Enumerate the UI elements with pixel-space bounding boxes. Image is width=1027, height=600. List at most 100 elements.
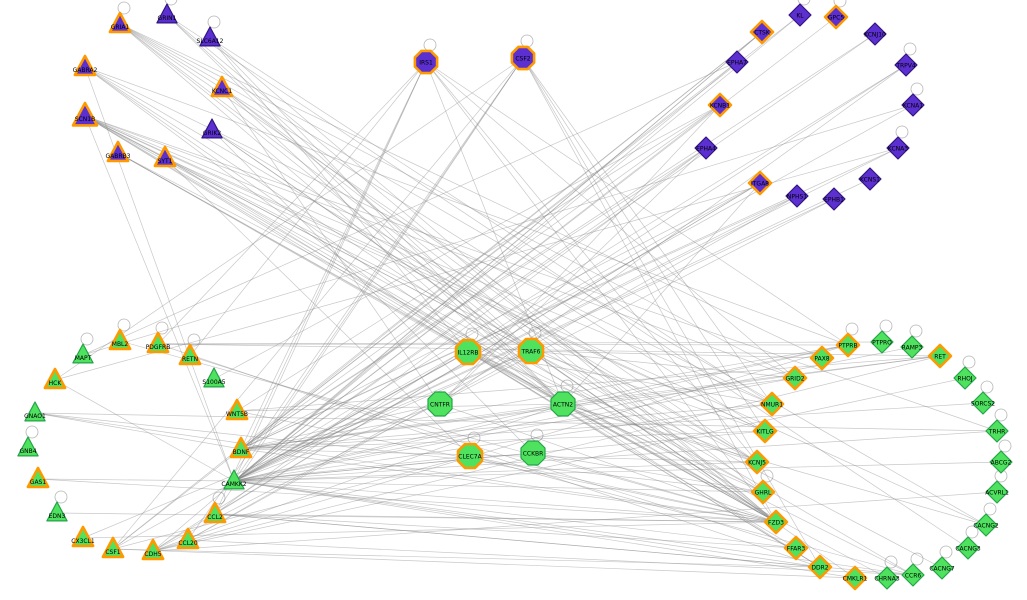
node-shape-KCNJ10[interactable] [863, 22, 887, 46]
node-shape-WNT5B[interactable] [225, 398, 249, 421]
node-CCL2[interactable]: CCL2 [203, 501, 227, 524]
node-shape-CCKBR[interactable] [520, 440, 546, 466]
node-shape-CNTFR[interactable] [427, 391, 453, 417]
node-TRHR[interactable]: TRHR [985, 419, 1009, 443]
node-CSF2[interactable]: CSF2 [510, 45, 536, 71]
node-EPHB1[interactable]: EPHB1 [822, 187, 846, 211]
node-shape-IL12RB[interactable] [454, 338, 482, 366]
node-CX3CL1[interactable]: CX3CL1 [71, 525, 95, 548]
node-shape-KCNJ5[interactable] [744, 449, 770, 475]
node-shape-KCNS1[interactable] [858, 167, 882, 191]
node-GRIK2[interactable]: GRIK2 [201, 118, 223, 139]
node-GAS1[interactable]: GAS1 [26, 466, 50, 489]
node-shape-CDH5[interactable] [141, 538, 165, 561]
node-shape-ITGA8[interactable] [747, 170, 773, 196]
node-shape-MAPT[interactable] [72, 343, 94, 364]
node-shape-RET[interactable] [927, 343, 953, 369]
node-shape-EPHA4[interactable] [694, 136, 718, 160]
node-TRAF6[interactable]: TRAF6 [517, 337, 545, 365]
node-shape-CLEC7A[interactable] [456, 442, 484, 470]
node-shape-DDR2[interactable] [807, 554, 833, 580]
node-shape-CCR6[interactable] [901, 563, 925, 587]
node-shape-CACNG7[interactable] [930, 556, 954, 580]
node-RHOJ[interactable]: RHOJ [953, 366, 977, 390]
node-SORCS2[interactable]: SORCS2 [971, 391, 995, 415]
node-GRID2[interactable]: GRID2 [782, 365, 808, 391]
node-CCR6[interactable]: CCR6 [901, 563, 925, 587]
node-KCNJ5[interactable]: KCNJ5 [744, 449, 770, 475]
node-shape-SLC6A12[interactable] [199, 26, 221, 47]
node-FFAR3[interactable]: FFAR3 [783, 535, 809, 561]
node-KCNC1[interactable]: KCNC1 [210, 75, 234, 98]
node-NPHS1[interactable]: NPHS1 [785, 184, 809, 208]
node-shape-GRIA1[interactable] [108, 11, 132, 34]
node-CCKBR[interactable]: CCKBR [520, 440, 546, 466]
node-MBL2[interactable]: MBL2 [108, 328, 132, 351]
node-shape-CAMKK2[interactable] [223, 469, 245, 490]
node-GNB4[interactable]: GNB4 [17, 436, 39, 457]
node-TRPV4[interactable]: TRPV4 [894, 53, 918, 77]
node-shape-GABRB3[interactable] [106, 140, 130, 163]
node-ACVRL1[interactable]: ACVRL1 [985, 480, 1009, 504]
node-shape-RETN[interactable] [178, 343, 202, 366]
node-shape-CCL2[interactable] [203, 501, 227, 524]
node-shape-KCNA1[interactable] [901, 93, 925, 117]
node-shape-SORCS2[interactable] [971, 391, 995, 415]
node-shape-CACNG2[interactable] [974, 513, 998, 537]
node-shape-RHOJ[interactable] [953, 366, 977, 390]
node-shape-GABRA2[interactable] [73, 54, 97, 77]
node-EDN3[interactable]: EDN3 [46, 501, 68, 522]
node-shape-KCNB1[interactable] [707, 92, 733, 118]
node-shape-NPHS1[interactable] [785, 184, 809, 208]
node-shape-EPHB1[interactable] [822, 187, 846, 211]
node-PDGFRB[interactable]: PDGFRB [146, 331, 171, 354]
node-IRS1[interactable]: IRS1 [413, 49, 439, 75]
node-GNAO1[interactable]: GNAO1 [24, 401, 46, 422]
node-HCK[interactable]: HCK [43, 367, 67, 390]
node-shape-RAMP3[interactable] [900, 335, 924, 359]
node-RAMP3[interactable]: RAMP3 [900, 335, 924, 359]
node-shape-FZD3[interactable] [763, 509, 789, 535]
node-shape-IRS1[interactable] [413, 49, 439, 75]
node-shape-S100A5[interactable] [203, 367, 225, 388]
node-shape-CHRNA3[interactable] [875, 566, 899, 590]
node-shape-PDGFRB[interactable] [146, 331, 170, 354]
node-IL12RB[interactable]: IL12RB [454, 338, 482, 366]
node-KCNS1[interactable]: KCNS1 [858, 167, 882, 191]
node-GABRB3[interactable]: GABRB3 [106, 140, 131, 163]
node-S100A5[interactable]: S100A5 [202, 367, 226, 388]
node-CACNG7[interactable]: CACNG7 [929, 556, 955, 580]
node-shape-GPC5[interactable] [823, 4, 849, 30]
node-shape-PTPRO[interactable] [870, 330, 894, 354]
node-shape-CX3CL1[interactable] [71, 525, 95, 548]
node-shape-EPHA7[interactable] [725, 50, 749, 74]
node-shape-CSF1[interactable] [101, 536, 125, 559]
node-shape-ABCG2[interactable] [989, 450, 1013, 474]
node-shape-ACTN2[interactable] [550, 391, 576, 417]
node-ABCG2[interactable]: ABCG2 [989, 450, 1013, 474]
node-shape-TRAF6[interactable] [517, 337, 545, 365]
node-PTPRB[interactable]: PTPRB [835, 332, 861, 358]
node-KL[interactable]: KL [788, 3, 812, 27]
node-ITGA8[interactable]: ITGA8 [747, 170, 773, 196]
node-GRIN1[interactable]: GRIN1 [156, 3, 178, 24]
node-shape-CSF2[interactable] [510, 45, 536, 71]
node-KCNA1[interactable]: KCNA1 [901, 93, 925, 117]
node-shape-CACNG3[interactable] [956, 536, 980, 560]
node-shape-TRPV4[interactable] [894, 53, 918, 77]
node-shape-GRIN1[interactable] [156, 3, 178, 24]
node-shape-MBL2[interactable] [108, 328, 132, 351]
node-SCN1B[interactable]: SCN1B [71, 101, 99, 127]
node-shape-GHRL[interactable] [750, 479, 776, 505]
node-shape-KCNA3[interactable] [886, 136, 910, 160]
node-shape-SCN1B[interactable] [71, 101, 99, 127]
node-shape-HCK[interactable] [43, 367, 67, 390]
node-NMUR1[interactable]: NMUR1 [759, 391, 785, 417]
node-shape-GNAO1[interactable] [24, 401, 46, 422]
node-shape-BDNF[interactable] [229, 436, 253, 459]
node-shape-KCNC1[interactable] [210, 75, 234, 98]
node-CLEC7A[interactable]: CLEC7A [456, 442, 484, 470]
node-shape-ACVRL1[interactable] [985, 480, 1009, 504]
node-GPC5[interactable]: GPC5 [823, 4, 849, 30]
